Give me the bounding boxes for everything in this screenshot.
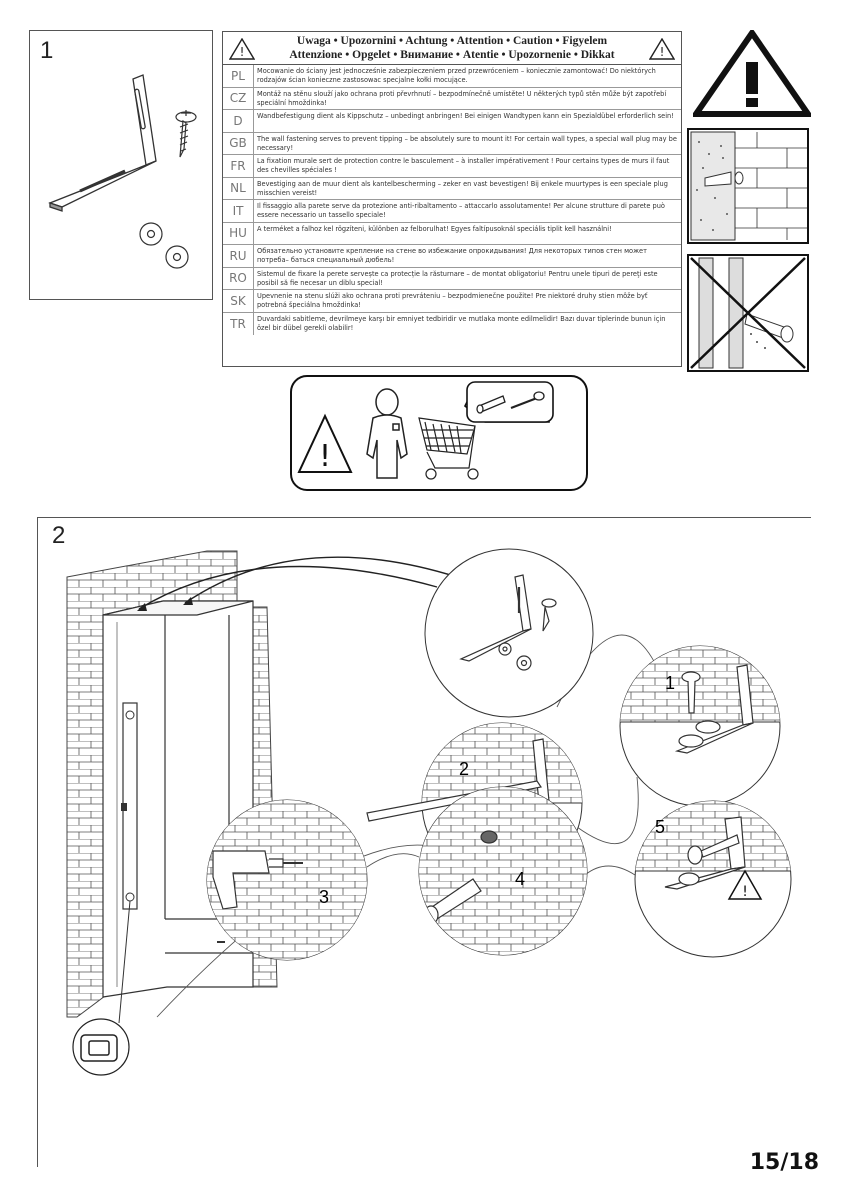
language-code: FR [223, 155, 254, 177]
warning-text: A terméket a falhoz kel rögzíteni, külön… [257, 224, 612, 233]
warning-text: Duvardaki sabitleme, devrilmeye karşı bi… [257, 314, 666, 332]
language-code: RU [223, 245, 254, 267]
washer-icon [139, 222, 189, 269]
large-warning-triangle-icon [693, 30, 811, 117]
warning-text: Sistemul de fixare la perete servește ca… [257, 269, 658, 287]
substep-5-label: 5 [655, 817, 665, 837]
warning-triangle-icon: ! [727, 869, 763, 900]
language-code: PL [223, 65, 254, 87]
svg-text:!: ! [240, 45, 245, 59]
warning-text: Обязательно установите крепление на стен… [257, 247, 647, 264]
step2-panel: 2 [37, 517, 811, 1167]
language-code: TR [223, 312, 254, 335]
bracket-hardware-illustration [48, 74, 197, 269]
substep-2-label: 2 [459, 759, 469, 779]
warning-text: Mocowanie do ściany jest jednocześnie za… [257, 67, 656, 84]
wall-mount-assembly-illustration: 1 2 3 4 [66, 548, 792, 1076]
correct-wall-plug-illustration [687, 128, 809, 244]
warning-text: Wandbefestigung dient als Kippschutz – u… [257, 112, 674, 120]
language-code: GB [223, 132, 254, 154]
substep-4-label: 4 [515, 869, 525, 889]
warning-text: Upevnenie na stenu slúži ako ochrana pro… [257, 292, 648, 309]
drill-icon [212, 850, 303, 910]
warning-text: Bevestiging aan de muur dient als kantel… [257, 179, 668, 197]
person-icon [366, 388, 408, 479]
screw-icon [175, 110, 197, 158]
warning-header-line1: Uwaga • Upozornini • Achtung • Attention… [296, 35, 608, 47]
warning-header-text: Uwaga • Upozornini • Achtung • Attention… [259, 34, 645, 62]
warning-triangle-icon: ! [297, 413, 353, 474]
warning-header: ! Uwaga • Upozornini • Achtung • Attenti… [223, 32, 681, 65]
warning-triangle-icon: ! [649, 38, 675, 60]
language-code: RO [223, 267, 254, 289]
svg-text:!: ! [660, 45, 665, 59]
warning-table: ! Uwaga • Upozornini • Achtung • Attenti… [222, 31, 682, 367]
language-code: HU [223, 222, 254, 244]
step1-number: 1 [40, 37, 54, 64]
svg-text:!: ! [319, 439, 331, 474]
language-code: IT [223, 200, 254, 222]
buy-hardware-separately-illustration: ! [290, 375, 588, 491]
shopping-cart-icon [418, 417, 479, 480]
language-code: D [223, 110, 254, 132]
warning-text: La fixation murale sert de protection co… [257, 157, 670, 174]
language-code: NL [223, 177, 254, 199]
step2-number: 2 [52, 522, 66, 549]
warning-header-line2: Attenzione • Opgelet • Внимание • Atenti… [289, 49, 615, 61]
warning-triangle-icon: ! [229, 38, 255, 60]
step1-panel: 1 [29, 30, 213, 300]
language-code: CZ [223, 87, 254, 109]
warning-text: Montáž na stěnu slouží jako ochrana prot… [257, 89, 667, 107]
language-code: SK [223, 290, 254, 312]
warning-text: The wall fastening serves to prevent tip… [257, 134, 677, 152]
svg-text:!: ! [742, 884, 748, 900]
page-number: 15/18 [749, 1150, 819, 1175]
warning-text: Il fissaggio alla parete serve da protez… [257, 202, 665, 219]
substep-1-label: 1 [665, 673, 675, 693]
incorrect-wall-plug-illustration [687, 254, 809, 372]
substep-3-label: 3 [319, 887, 329, 907]
